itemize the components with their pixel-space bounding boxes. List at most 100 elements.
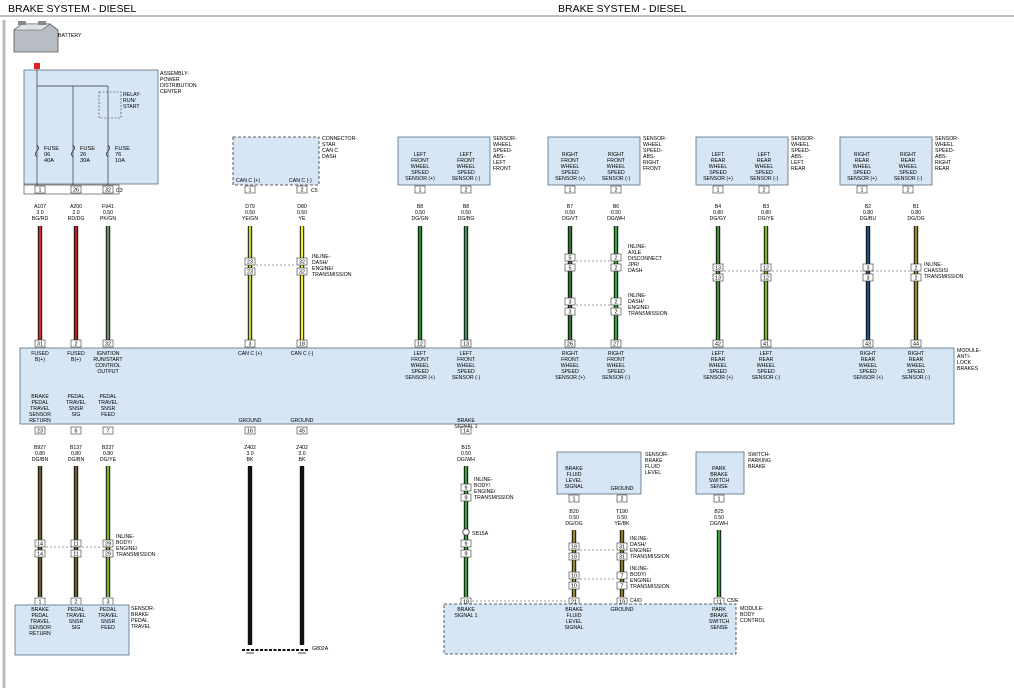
fluid-sensor-pin-label: GROUND: [610, 486, 633, 492]
inline-pin-number: 12: [763, 266, 769, 272]
inline-pin-number: 2: [615, 300, 618, 306]
inline-pin: [610, 263, 622, 272]
wheel-sensor-pin-num-number: 1: [419, 188, 422, 194]
inline-pin-number: 3: [867, 266, 870, 272]
inline-pin: [712, 263, 724, 272]
abs-top-pin-number: 18: [299, 342, 305, 348]
inline-label: INLINE-BODY/ENGINE/TRANSMISSION: [116, 534, 156, 558]
inline-pin: [760, 273, 772, 282]
wheel-sensor-pin-num: [712, 185, 724, 194]
abs-bottom-pin-number: 23: [37, 429, 43, 435]
fluid-sensor-pin-number: 2: [621, 497, 624, 503]
fluid-sensor-pin-number: 1: [573, 497, 576, 503]
wheel-sensor-pin-num: [414, 185, 426, 194]
inline-pin-number: 31: [619, 555, 625, 561]
splice-label: SB15A: [472, 531, 489, 537]
star-pin-number: 2: [301, 188, 304, 194]
abs-bottom-pin: [34, 426, 46, 435]
splice-icon: [462, 528, 470, 536]
abs-bottom-pin: [296, 426, 308, 435]
abs-top-pin-label: CAN C (+): [238, 351, 262, 357]
inline-pin: [862, 273, 874, 282]
inline-pin: [616, 542, 628, 551]
abs-top-pin: [610, 339, 622, 348]
star-pin: [296, 185, 308, 194]
inline-pin: [568, 542, 580, 551]
abs-top-pin-number: 12: [417, 342, 423, 348]
inline-label: INLINE-DASH/ENGINE/TRANSMISSION: [628, 293, 668, 317]
battery-terminal: [38, 21, 46, 25]
inline-pin: [460, 493, 472, 502]
inline-pin: [564, 307, 576, 316]
bcm-pin-number: 18: [463, 600, 469, 606]
battery-fuse-red: [34, 63, 40, 69]
abs-top-pin: [760, 339, 772, 348]
bcm-pin-number: 21: [571, 600, 577, 606]
inline-pin: [610, 307, 622, 316]
inline-label: INLINE-BODY/ENGINE/TRANSMISSION: [474, 477, 514, 501]
inline-pin: [568, 552, 580, 561]
wheel-sensor-box: [839, 136, 933, 186]
abs-top-pin-number: 32: [105, 342, 111, 348]
fluid-sensor-pin: [616, 494, 628, 503]
abs-top-pin: [414, 339, 426, 348]
abs-top-pin: [564, 339, 576, 348]
inline-pin: [102, 549, 114, 558]
abs-top-pin-number: 26: [567, 342, 573, 348]
inline-pin: [564, 253, 576, 262]
abs-top-pin: [712, 339, 724, 348]
inline-pin-number: 18: [571, 545, 577, 551]
wheel-sensor-pin-num-number: 1: [717, 188, 720, 194]
inline-pin: [616, 552, 628, 561]
wheel-sensor-pin-num: [610, 185, 622, 194]
star-pin-number: 1: [249, 188, 252, 194]
wheel-sensor-box: [547, 136, 641, 186]
abs-bottom-pin-number: 7: [107, 429, 110, 435]
wheel-sensor-pin-num: [460, 185, 472, 194]
wheel-sensor-box: [397, 136, 491, 186]
abs-bottom-pin: [460, 426, 472, 435]
abs-top-pin-number: 31: [37, 342, 43, 348]
inline-pin: [910, 263, 922, 272]
inline-pin-number: 2: [615, 266, 618, 272]
pdc-pin-number: 1: [39, 188, 42, 194]
inline-pin-number: 9: [465, 486, 468, 492]
inline-pin-number: 32: [299, 270, 305, 276]
inline-pin: [616, 571, 628, 580]
inline-pin-number: 29: [105, 542, 111, 548]
inline-pin: [564, 297, 576, 306]
